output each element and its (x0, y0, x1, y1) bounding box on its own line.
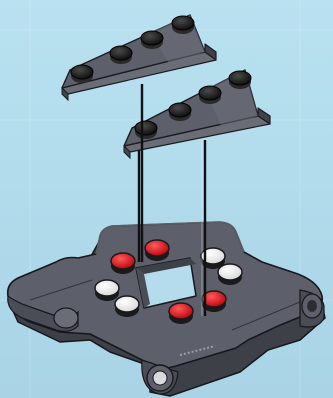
stud (141, 31, 163, 49)
stud (135, 121, 157, 139)
stud-white (115, 296, 139, 317)
stud (169, 103, 191, 121)
stud-red (169, 303, 193, 324)
stud (172, 16, 194, 34)
stud (110, 46, 132, 64)
stud-white (95, 280, 119, 301)
stud-red (145, 240, 169, 261)
stud (71, 65, 93, 83)
stud-white (218, 264, 242, 285)
stud-red (111, 253, 135, 274)
stud (199, 86, 221, 104)
stud (229, 71, 251, 89)
